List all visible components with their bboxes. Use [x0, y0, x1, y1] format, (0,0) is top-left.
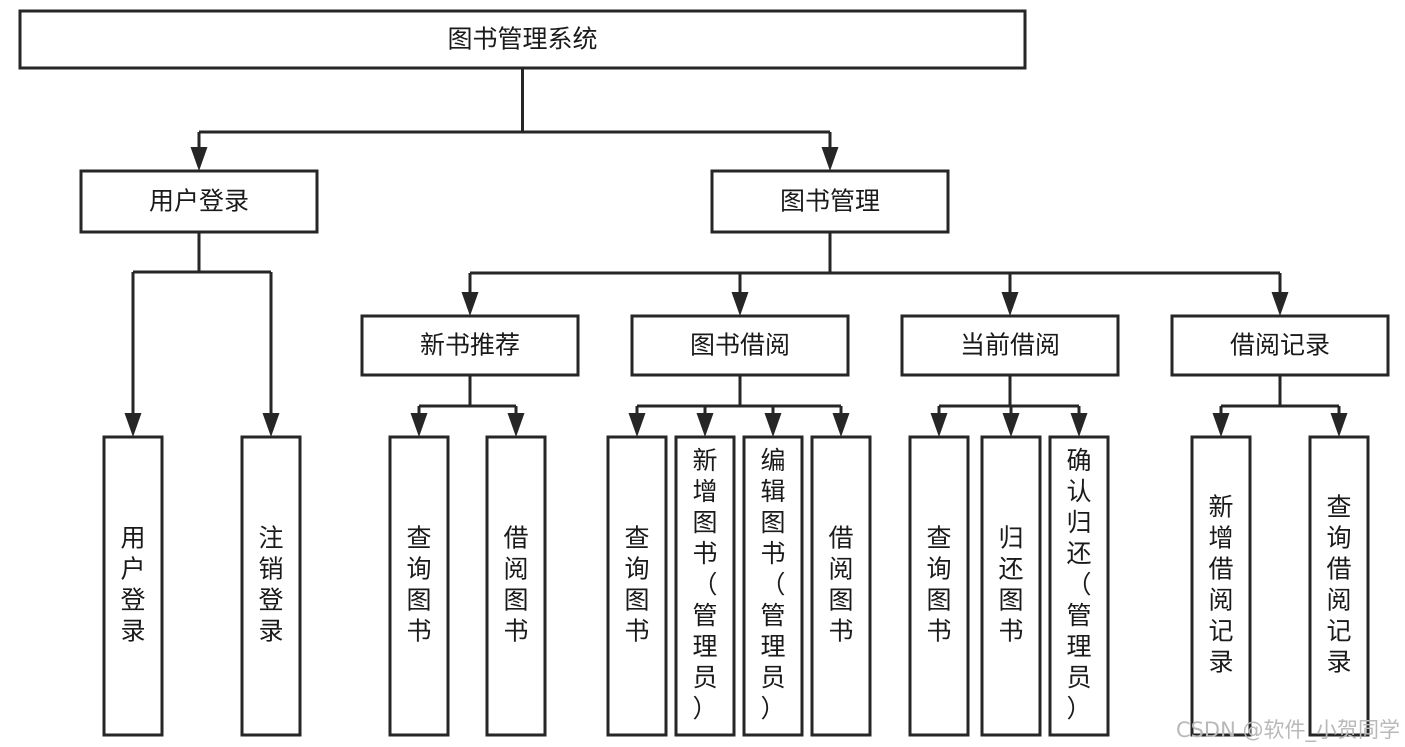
node-label-user-login: 用户登录 — [149, 187, 249, 216]
node-leaf-user-login[interactable]: 用户登录 — [102, 435, 164, 737]
node-label-leaf-borrow-book-2: 借阅图书 — [828, 524, 853, 646]
node-box-leaf-query-book-1[interactable] — [388, 435, 450, 737]
node-new-book-rec[interactable]: 新书推荐 — [360, 314, 580, 377]
arrow-head-leaf-add-record — [1212, 413, 1230, 437]
node-leaf-borrow-book-2[interactable]: 借阅图书 — [810, 435, 872, 737]
node-label-new-book-rec: 新书推荐 — [420, 331, 520, 360]
node-box-leaf-logout[interactable] — [240, 435, 302, 737]
node-box-leaf-borrow-book-1[interactable] — [485, 435, 547, 737]
node-leaf-query-book-1[interactable]: 查询图书 — [388, 435, 450, 737]
arrow-head-leaf-query-record — [1330, 413, 1348, 437]
node-box-leaf-user-login[interactable] — [102, 435, 164, 737]
arrow-head-book-manage — [821, 147, 839, 171]
arrow-head-leaf-query-book-3 — [930, 413, 948, 437]
arrow-head-leaf-query-book-2 — [628, 413, 646, 437]
node-leaf-query-record[interactable]: 查询借阅记录 — [1308, 435, 1370, 737]
node-box-book-manage[interactable] — [710, 169, 950, 234]
node-box-root[interactable] — [18, 9, 1027, 70]
node-leaf-confirm-return-admin[interactable]: 确认归还（管理员） — [1048, 435, 1110, 737]
node-label-current-borrow: 当前借阅 — [960, 331, 1060, 360]
node-box-leaf-return-book[interactable] — [980, 435, 1042, 737]
csdn-watermark: CSDN @软件_小贺同学 — [1176, 718, 1400, 743]
arrow-head-leaf-user-login — [124, 413, 142, 437]
node-label-borrow-record: 借阅记录 — [1230, 331, 1330, 360]
arrow-head-current-borrow — [1001, 292, 1019, 316]
node-label-leaf-logout: 注销登录 — [258, 524, 283, 646]
node-box-leaf-borrow-book-2[interactable] — [810, 435, 872, 737]
node-box-leaf-query-book-3[interactable] — [908, 435, 970, 737]
node-leaf-query-book-2[interactable]: 查询图书 — [606, 435, 668, 737]
node-root[interactable]: 图书管理系统 — [18, 9, 1027, 70]
arrow-head-book-borrow — [731, 292, 749, 316]
node-leaf-add-book-admin[interactable]: 新增图书（管理员） — [674, 435, 736, 737]
arrow-head-leaf-confirm-return-admin — [1070, 413, 1088, 437]
arrow-head-borrow-record — [1271, 292, 1289, 316]
arrow-head-leaf-borrow-book-2 — [832, 413, 850, 437]
node-box-new-book-rec[interactable] — [360, 314, 580, 377]
node-box-user-login[interactable] — [79, 169, 319, 234]
node-layer: 图书管理系统用户登录图书管理新书推荐图书借阅当前借阅借阅记录用户登录注销登录查询… — [18, 9, 1390, 737]
arrow-head-leaf-logout — [262, 413, 280, 437]
node-box-leaf-edit-book-admin[interactable] — [742, 435, 804, 737]
arrow-head-user-login — [190, 147, 208, 171]
node-leaf-edit-book-admin[interactable]: 编辑图书（管理员） — [742, 435, 804, 737]
arrow-head-leaf-borrow-book-1 — [507, 413, 525, 437]
node-label-leaf-add-record: 新增借阅记录 — [1208, 493, 1233, 677]
node-label-leaf-query-book-1: 查询图书 — [406, 524, 431, 646]
node-box-borrow-record[interactable] — [1170, 314, 1390, 377]
node-leaf-logout[interactable]: 注销登录 — [240, 435, 302, 737]
node-label-leaf-edit-book-admin: 编辑图书（管理员） — [760, 446, 785, 723]
node-label-leaf-borrow-book-1: 借阅图书 — [503, 524, 528, 646]
node-current-borrow[interactable]: 当前借阅 — [900, 314, 1120, 377]
node-label-leaf-return-book: 归还图书 — [998, 524, 1023, 646]
node-book-manage[interactable]: 图书管理 — [710, 169, 950, 234]
node-label-leaf-add-book-admin: 新增图书（管理员） — [692, 446, 717, 723]
node-label-leaf-query-book-3: 查询图书 — [926, 524, 951, 646]
node-label-root: 图书管理系统 — [447, 25, 597, 54]
arrow-head-leaf-return-book — [1002, 413, 1020, 437]
node-box-leaf-confirm-return-admin[interactable] — [1048, 435, 1110, 737]
node-box-book-borrow[interactable] — [630, 314, 850, 377]
node-label-book-borrow: 图书借阅 — [690, 331, 790, 360]
node-borrow-record[interactable]: 借阅记录 — [1170, 314, 1390, 377]
node-book-borrow[interactable]: 图书借阅 — [630, 314, 850, 377]
node-label-leaf-query-book-2: 查询图书 — [624, 524, 649, 646]
arrow-head-leaf-edit-book-admin — [764, 413, 782, 437]
node-box-leaf-query-book-2[interactable] — [606, 435, 668, 737]
node-leaf-add-record[interactable]: 新增借阅记录 — [1190, 435, 1252, 737]
node-box-leaf-add-book-admin[interactable] — [674, 435, 736, 737]
node-leaf-borrow-book-1[interactable]: 借阅图书 — [485, 435, 547, 737]
node-label-book-manage: 图书管理 — [780, 187, 880, 216]
node-box-leaf-query-record[interactable] — [1308, 435, 1370, 737]
node-leaf-query-book-3[interactable]: 查询图书 — [908, 435, 970, 737]
arrow-head-new-book-rec — [461, 292, 479, 316]
node-label-leaf-query-record: 查询借阅记录 — [1326, 493, 1351, 677]
node-label-leaf-user-login: 用户登录 — [120, 524, 145, 646]
node-user-login[interactable]: 用户登录 — [79, 169, 319, 234]
arrow-head-leaf-add-book-admin — [696, 413, 714, 437]
node-box-current-borrow[interactable] — [900, 314, 1120, 377]
arrow-head-leaf-query-book-1 — [410, 413, 428, 437]
connector-layer — [124, 68, 1348, 437]
node-box-leaf-add-record[interactable] — [1190, 435, 1252, 737]
node-leaf-return-book[interactable]: 归还图书 — [980, 435, 1042, 737]
node-label-leaf-confirm-return-admin: 确认归还（管理员） — [1066, 446, 1091, 723]
